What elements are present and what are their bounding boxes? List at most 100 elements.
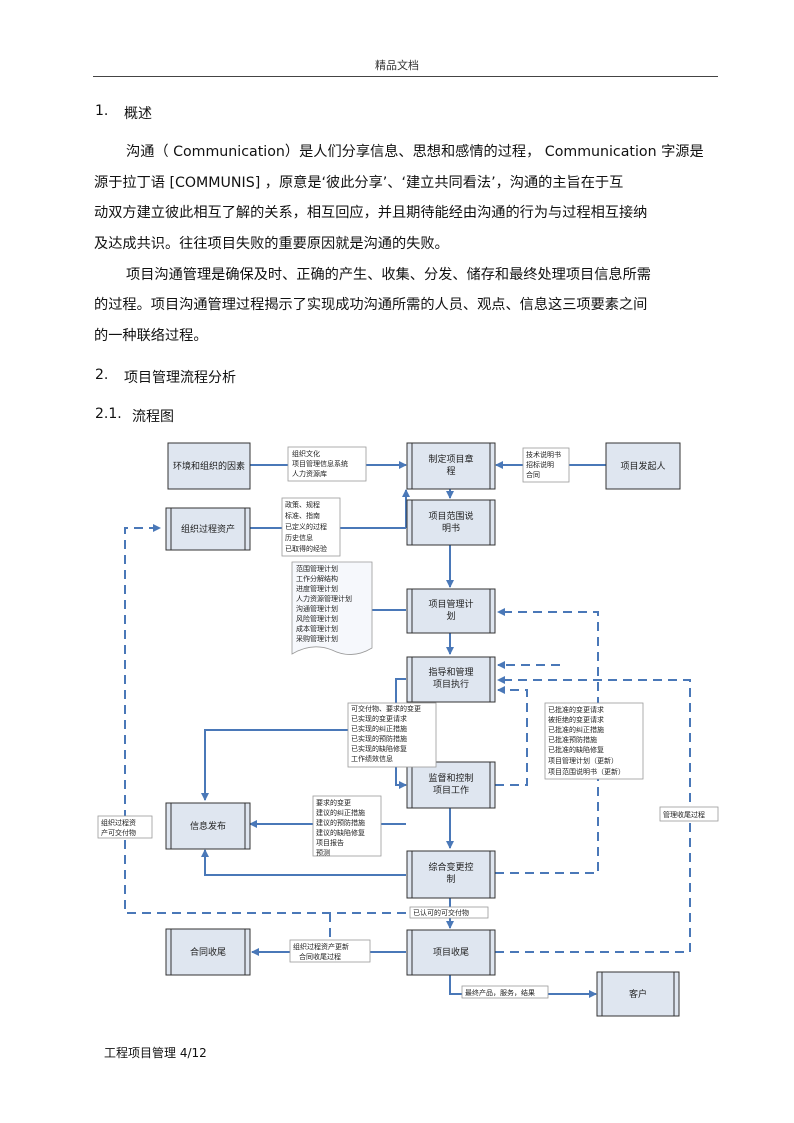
exec-output-2: 已实现的变更请求 <box>351 714 407 723</box>
node-info: 信息发布 <box>190 820 226 832</box>
node-charter-l2: 程 <box>446 466 455 477</box>
approved-7: 项目范围说明书（更新） <box>548 767 625 776</box>
page-footer: 工程项目管理 4/12 <box>104 1046 207 1060</box>
paragraph-1-line-4: 及达成共识。往往项目失败的重要原因就是沟通的失败。 <box>94 236 449 252</box>
note-opa-inputs-box <box>281 497 341 557</box>
paragraph-1-line-3: 动双方建立彼此相互了解的关系，相互回应，并且期待能经由沟通的行为与过程相互接纳 <box>94 205 648 221</box>
section-2-1-title: 流程图 <box>132 409 174 425</box>
approved-6: 项目管理计划（更新） <box>548 756 618 765</box>
node-customer-box <box>596 971 680 1017</box>
node-info-box <box>165 802 251 850</box>
note-plan-doc-shape <box>291 561 373 655</box>
paragraph-2-line-3: 的一种联络过程。 <box>94 328 208 344</box>
plan-doc-7: 成本管理计划 <box>296 624 338 633</box>
monitor-output-6: 预测 <box>316 848 330 857</box>
node-opa-box <box>165 507 251 551</box>
note-monitor-outputs-box <box>312 795 382 857</box>
node-plan-box <box>406 588 496 634</box>
note-opa-deliverables-box <box>97 815 153 839</box>
node-contract-box <box>165 928 251 976</box>
section-2-number: 2. <box>95 367 109 383</box>
node-opa: 组织过程资产 <box>181 523 235 535</box>
node-plan-l2: 划 <box>446 610 455 622</box>
paragraph-2-line-1: 项目沟通管理是确保及时、正确的产生、收集、分发、储存和最终处理项目信息所需 <box>126 267 651 283</box>
node-monitor-box <box>406 761 496 809</box>
approved-1: 已批准的变更请求 <box>548 705 604 714</box>
note-env-inputs-box <box>287 446 367 482</box>
opa-input-3: 已定义的过程 <box>285 522 327 531</box>
note-closure-process-box <box>659 806 719 822</box>
node-change-l2: 制 <box>446 873 455 885</box>
monitor-output-5: 项目报告 <box>316 838 344 847</box>
opa-input-4: 历史信息 <box>285 533 313 542</box>
monitor-output-3: 建议的预防措施 <box>316 818 365 827</box>
header-rule <box>93 76 718 77</box>
final-label: 最终产品，服务，结果 <box>465 988 535 997</box>
note-approved-box <box>544 702 644 780</box>
plan-doc-5: 沟通管理计划 <box>296 604 338 613</box>
plan-doc-8: 采购管理计划 <box>296 634 338 643</box>
plan-doc-6: 风险管理计划 <box>296 614 338 623</box>
paragraph-1-line-1: 沟通（ Communication）是人们分享信息、思想和感情的过程， Comm… <box>126 144 704 160</box>
node-closure-box <box>406 929 496 976</box>
note-contract-box <box>289 939 371 963</box>
note-sponsor-inputs-box <box>522 447 570 483</box>
note-final-box <box>461 985 549 999</box>
section-1-title: 概述 <box>124 106 152 122</box>
approved-4: 已批准预防措施 <box>548 735 597 744</box>
paragraph-2-line-2: 的过程。项目沟通管理过程揭示了实现成功沟通所需的人员、观点、信息这三项要素之间 <box>94 297 648 313</box>
node-exec-l2: 项目执行 <box>433 678 469 690</box>
node-exec-box <box>406 656 496 703</box>
node-plan-l1: 项目管理计 <box>428 598 473 610</box>
sponsor-input-1: 技术说明书 <box>526 450 561 459</box>
arrow-monitor-to-exec <box>495 686 528 786</box>
node-env-box <box>167 442 251 490</box>
section-2-title: 项目管理流程分析 <box>124 370 236 386</box>
env-input-1: 组织文化 <box>292 449 320 458</box>
exec-output-3: 已实现的纠正措施 <box>351 724 407 733</box>
node-contract: 合同收尾 <box>190 946 226 958</box>
plan-doc-2: 工作分解结构 <box>296 574 338 583</box>
env-input-2: 项目管理信息系统 <box>292 459 348 468</box>
monitor-output-1: 要求的变更 <box>316 798 351 807</box>
arrow-change-to-info <box>201 849 406 876</box>
node-scope-box <box>406 499 496 546</box>
note-exec-outputs-box <box>347 702 437 768</box>
node-exec-l1: 指导和管理 <box>428 666 473 678</box>
plan-doc-4: 人力资源管理计划 <box>296 594 352 603</box>
page-header: 精品文档 <box>375 59 419 72</box>
section-1-number: 1. <box>95 103 109 119</box>
exec-output-4: 已实现的预防措施 <box>351 734 407 743</box>
plan-doc-3: 进度管理计划 <box>296 584 338 593</box>
node-sponsor-box <box>605 442 681 490</box>
node-env: 环境和组织的因素 <box>173 460 245 472</box>
node-change-box <box>406 850 496 899</box>
opa-deliverables-1: 组织过程资 <box>101 818 136 827</box>
contract-note-1: 组织过程资产更新 <box>293 942 349 951</box>
node-scope-l1: 项目范围说 <box>428 510 473 522</box>
plan-doc-1: 范围管理计划 <box>296 564 338 573</box>
approved-3: 已批准的纠正措施 <box>548 725 604 734</box>
node-monitor-l2: 项目工作 <box>433 784 469 796</box>
arrow-feedback-to-opa <box>124 524 406 914</box>
exec-output-5: 已实现的缺陷修复 <box>351 744 407 753</box>
node-sponsor: 项目发起人 <box>620 460 665 472</box>
node-charter-box <box>406 442 496 490</box>
opa-input-5: 已取得的经验 <box>285 544 327 553</box>
contract-note-2: 合同收尾过程 <box>299 952 341 961</box>
opa-input-2: 标准、指南 <box>285 511 320 520</box>
node-scope-l2: 明书 <box>442 523 460 534</box>
paragraph-1-line-2: 源于拉丁语 [COMMUNIS] ，原意是‘彼此分享’、‘建立共同看法’，沟通的… <box>94 175 624 191</box>
node-customer: 客户 <box>629 988 647 1000</box>
opa-input-1: 政策、规程 <box>285 500 320 509</box>
env-input-3: 人力资源库 <box>292 469 327 478</box>
node-change-l1: 综合变更控 <box>428 861 473 873</box>
section-2-1-number: 2.1. <box>95 406 122 422</box>
closure-process-label: 管理收尾过程 <box>663 810 705 819</box>
exec-output-6: 工作绩效信息 <box>351 754 393 763</box>
approved-2: 被拒绝的变更请求 <box>548 715 604 724</box>
sponsor-input-3: 合同 <box>526 470 540 479</box>
approved-5: 已批准的缺陷修复 <box>548 745 604 754</box>
node-monitor-l1: 监督和控制 <box>428 772 473 784</box>
exec-output-1: 可交付物、要求的变更 <box>351 704 421 713</box>
